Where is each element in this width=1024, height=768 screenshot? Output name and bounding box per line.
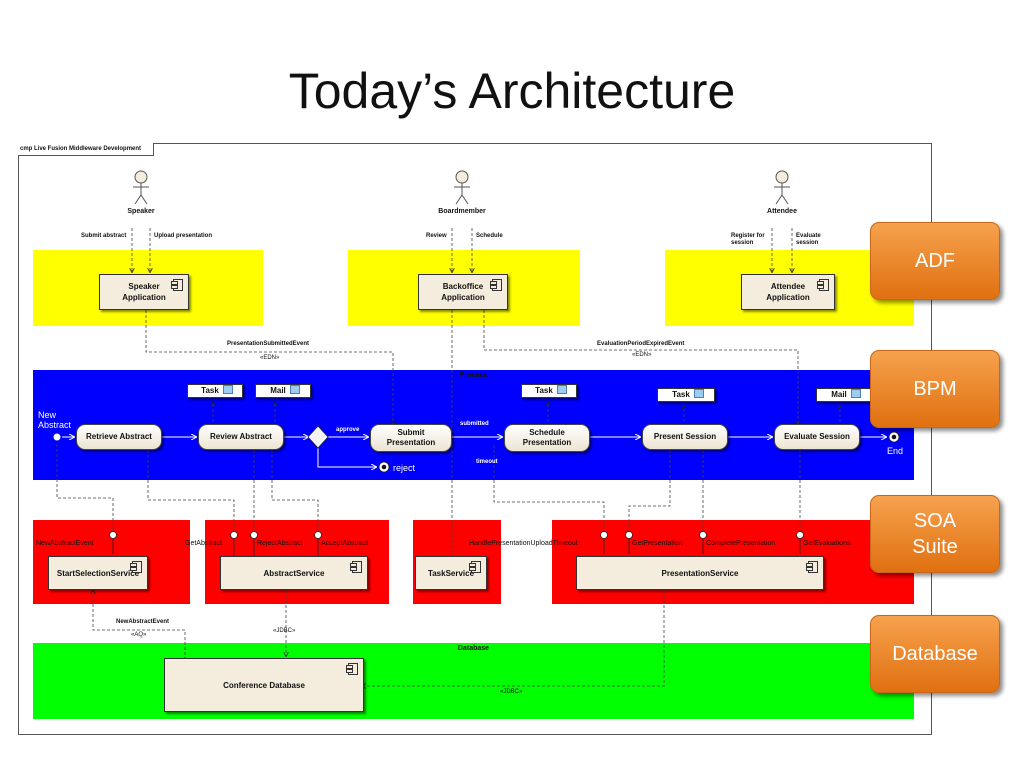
diagram-frame bbox=[18, 143, 932, 735]
event-presentation-submitted: PresentationSubmittedEvent bbox=[227, 341, 310, 347]
diagram-tab: cmp Live Fusion Middleware Development bbox=[18, 143, 155, 156]
label-reject: reject bbox=[393, 463, 416, 473]
submit-line2: Presentation bbox=[386, 438, 436, 447]
task-tag-3[interactable]: Task bbox=[657, 388, 715, 402]
start-selection-service[interactable]: StartSelectionService bbox=[48, 556, 148, 590]
new-abstract-label-2: Abstract bbox=[38, 420, 72, 430]
process-band: Process bbox=[33, 370, 914, 480]
schedule-line2: Presentation bbox=[522, 438, 572, 447]
soa-line1: SOA bbox=[913, 510, 957, 532]
label-register-2: session bbox=[731, 240, 754, 246]
activity-review-abstract[interactable]: Review Abstract bbox=[198, 424, 284, 450]
component-icon bbox=[469, 561, 481, 573]
activity-retrieve-abstract[interactable]: Retrieve Abstract bbox=[76, 424, 162, 450]
tech-label-database: Database bbox=[870, 615, 1000, 693]
conference-database[interactable]: Conference Database bbox=[164, 658, 364, 712]
task-label: Task bbox=[535, 386, 553, 395]
component-icon bbox=[817, 279, 829, 291]
slide-title: Today’s Architecture bbox=[288, 63, 736, 119]
actor-boardmember: Boardmember bbox=[438, 208, 486, 215]
backoffice-app-line1: Backoffice bbox=[442, 282, 484, 291]
label-approve: approve bbox=[336, 427, 360, 433]
end-label: End bbox=[887, 446, 904, 456]
label-evaluate-2: session bbox=[796, 240, 819, 246]
schedule-line1: Schedule bbox=[529, 428, 565, 437]
component-icon bbox=[350, 561, 362, 573]
db-aq: «AQ» bbox=[131, 632, 147, 638]
iface-get-abstract: GetAbstract bbox=[185, 540, 222, 547]
component-icon bbox=[490, 279, 502, 291]
presentation-service[interactable]: PresentationService bbox=[576, 556, 824, 590]
attendee-app-line2: Application bbox=[766, 293, 810, 302]
db-jdbc-1: «JDBC» bbox=[273, 628, 296, 634]
component-icon bbox=[171, 279, 183, 291]
iface-get-presentation: GetPresentation bbox=[632, 540, 683, 547]
task-tag-2[interactable]: Task bbox=[521, 384, 577, 398]
iface-complete-presentation: CompletePresentation bbox=[706, 540, 776, 547]
soa-line2: Suite bbox=[912, 536, 958, 558]
component-icon bbox=[130, 561, 142, 573]
event-evaluation-expired: EvaluationPeriodExpiredEvent bbox=[597, 341, 685, 347]
submit-line1: Submit bbox=[397, 428, 425, 437]
actor-speaker: Speaker bbox=[127, 208, 155, 215]
iface-handle-timeout: HandlePresentationUploadTimeout bbox=[469, 540, 578, 547]
label-schedule: Schedule bbox=[476, 233, 503, 239]
label-upload-presentation: Upload presentation bbox=[154, 233, 213, 239]
label-review: Review bbox=[426, 233, 447, 239]
mail-icon bbox=[850, 389, 861, 398]
speaker-app-line1: Speaker bbox=[128, 282, 160, 291]
speaker-app-line2: Application bbox=[122, 293, 166, 302]
event-edn-1: «EDN» bbox=[260, 355, 280, 361]
iface-reject-abstract: RejectAbstract bbox=[257, 540, 303, 547]
iface-get-evaluations: GetEvaluations bbox=[803, 540, 851, 547]
task-service[interactable]: TaskService bbox=[415, 556, 487, 590]
mail-label: Mail bbox=[831, 390, 847, 399]
event-edn-2: «EDN» bbox=[632, 352, 652, 358]
task-label: Task bbox=[201, 386, 219, 395]
mail-label: Mail bbox=[270, 386, 286, 395]
backoffice-app-line2: Application bbox=[441, 293, 485, 302]
process-label: Process bbox=[459, 372, 488, 379]
label-timeout: timeout bbox=[476, 459, 498, 465]
mail-tag-2[interactable]: Mail bbox=[816, 388, 872, 402]
iface-new-abstract-event: NewAbstractEvent bbox=[36, 540, 94, 547]
task-icon bbox=[693, 389, 704, 398]
abstract-service[interactable]: AbstractService bbox=[220, 556, 368, 590]
activity-present-session[interactable]: Present Session bbox=[642, 424, 728, 450]
task-tag-1[interactable]: Task bbox=[187, 384, 243, 398]
label-submit-abstract: Submit abstract bbox=[81, 233, 127, 239]
component-icon bbox=[346, 663, 358, 675]
component-icon bbox=[806, 561, 818, 573]
db-jdbc-2: «JDBC» bbox=[500, 689, 523, 695]
label-evaluate-1: Evaluate bbox=[796, 233, 821, 239]
label-submitted: submitted bbox=[460, 421, 489, 427]
database-label: Database bbox=[457, 645, 490, 652]
task-icon bbox=[222, 385, 233, 394]
new-abstract-label-1: New bbox=[38, 410, 57, 420]
activity-evaluate-session[interactable]: Evaluate Session bbox=[774, 424, 860, 450]
task-label: Task bbox=[672, 390, 690, 399]
actor-attendee: Attendee bbox=[767, 208, 797, 215]
mail-icon bbox=[289, 385, 300, 394]
label-register-1: Register for bbox=[731, 233, 765, 239]
tech-label-adf: ADF bbox=[870, 222, 1000, 300]
task-icon bbox=[556, 385, 567, 394]
attendee-app-line1: Attendee bbox=[770, 282, 806, 291]
db-new-abstract-event: NewAbstractEvent bbox=[116, 619, 170, 625]
mail-tag-1[interactable]: Mail bbox=[255, 384, 311, 398]
tech-label-soa: SOA Suite bbox=[870, 495, 1000, 573]
iface-accept-abstract: AcceptAbstract bbox=[321, 540, 369, 547]
tech-label-bpm: BPM bbox=[870, 350, 1000, 428]
